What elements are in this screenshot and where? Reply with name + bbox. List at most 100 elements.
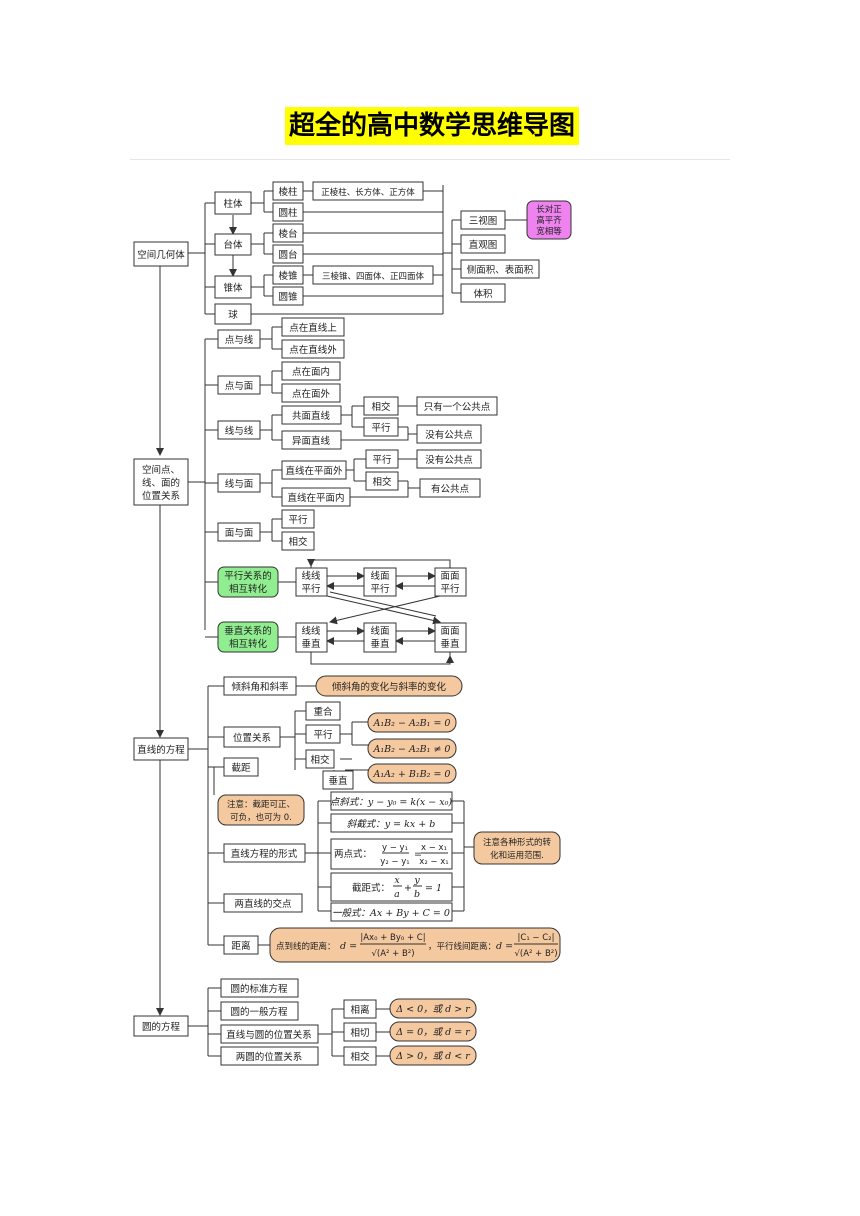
svg-text:圆台: 圆台 — [278, 249, 297, 261]
form-point-slope: 点斜式：y − y₀ = k(x − x₀) — [330, 791, 453, 811]
node-one-common-point: 只有一个公共点 — [416, 396, 498, 416]
svg-text:Δ < 0，或 d > r: Δ < 0，或 d > r — [395, 1004, 471, 1015]
svg-text:斜截式：y = kx + b: 斜截式：y = kx + b — [347, 819, 436, 830]
node-pyramid-body: 锥体 — [214, 275, 252, 299]
formula-perpendicular: A₁A₂ + B₁B₂ = 0 — [367, 763, 457, 784]
svg-text:异面直线: 异面直线 — [292, 435, 331, 447]
svg-text:线面: 线面 — [370, 625, 389, 637]
node-point-on-line: 点在直线上 — [281, 317, 345, 337]
svg-text:只有一个公共点: 只有一个公共点 — [424, 401, 491, 413]
svg-text:重合: 重合 — [313, 706, 333, 718]
svg-text:线线: 线线 — [301, 570, 321, 582]
node-circle-general: 圆的一般方程 — [220, 1001, 299, 1021]
svg-text:平行: 平行 — [288, 514, 308, 526]
svg-text:没有公共点: 没有公共点 — [425, 454, 473, 466]
svg-text:=: = — [414, 849, 422, 860]
node-point-plane: 点与面 — [217, 375, 261, 395]
svg-text:三视图: 三视图 — [469, 215, 498, 227]
svg-text:正棱柱、长方体、正方体: 正棱柱、长方体、正方体 — [321, 187, 415, 198]
svg-text:两点式：: 两点式： — [334, 848, 372, 860]
svg-text:空间点、: 空间点、 — [142, 464, 180, 476]
svg-text:垂直: 垂直 — [301, 638, 321, 650]
svg-text:垂直关系的: 垂直关系的 — [224, 625, 272, 637]
svg-text:√(A² + B²): √(A² + B²) — [371, 949, 414, 959]
svg-text:面面: 面面 — [440, 571, 459, 582]
node-lp-has-common: 有公共点 — [419, 478, 481, 498]
node-inclination-slope: 倾斜角和斜率 — [223, 676, 297, 696]
form-slope-intercept: 斜截式：y = kx + b — [330, 813, 453, 833]
svg-text:点到线的距离：: 点到线的距离： — [276, 941, 336, 952]
node-positional-relations: 空间点、 线、面的 位置关系 — [133, 458, 189, 506]
node-line-circle-position: 直线与圆的位置关系 — [220, 1024, 319, 1044]
svg-text:平行: 平行 — [440, 583, 460, 595]
svg-text:相交: 相交 — [372, 476, 392, 488]
svg-text:截距式：: 截距式： — [352, 882, 390, 894]
svg-text:棱台: 棱台 — [278, 228, 297, 240]
node-pp-parallel: 平行 — [281, 509, 315, 529]
svg-text:相交: 相交 — [310, 754, 330, 766]
svg-text:直线方程的形式: 直线方程的形式 — [231, 848, 298, 860]
node-two-circles-position: 两圆的位置关系 — [220, 1046, 319, 1066]
svg-text:圆的标准方程: 圆的标准方程 — [230, 983, 288, 995]
node-intersection-point: 两直线的交点 — [223, 893, 303, 913]
svg-text:倾斜角和斜率: 倾斜角和斜率 — [231, 681, 289, 693]
node-equation-forms: 直线方程的形式 — [223, 843, 306, 863]
node-circle-equation: 圆的方程 — [133, 1015, 189, 1037]
node-distance-formulas: 点到线的距离： d = |Ax₀ + By₀ + C| √(A² + B²) ，… — [269, 927, 561, 963]
node-prism-kinds: 正棱柱、长方体、正方体 — [312, 181, 424, 201]
svg-text:注意各种形式的转: 注意各种形式的转 — [483, 837, 552, 848]
svg-text:相互转化: 相互转化 — [229, 638, 268, 650]
svg-text:宽相等: 宽相等 — [536, 226, 562, 237]
svg-text:高平齐: 高平齐 — [536, 215, 562, 226]
svg-text:圆柱: 圆柱 — [278, 207, 298, 219]
svg-text:三棱锥、四面体、正四面体: 三棱锥、四面体、正四面体 — [322, 271, 425, 282]
node-point-off-plane: 点在面外 — [281, 383, 341, 403]
svg-text:位置关系: 位置关系 — [233, 732, 271, 744]
node-coplanar-lines: 共面直线 — [281, 405, 342, 425]
node-secant: 相交 — [343, 1046, 377, 1066]
node-line-position: 位置关系 — [223, 726, 281, 748]
svg-text:A₁A₂ + B₁B₂ = 0: A₁A₂ + B₁B₂ = 0 — [373, 769, 451, 780]
svg-text:化和运用范围.: 化和运用范围. — [490, 850, 544, 861]
node-line-plane: 线与面 — [217, 473, 261, 493]
svg-text:距离: 距离 — [231, 940, 250, 952]
node-point-in-plane: 点在面内 — [281, 361, 341, 381]
svg-text:两直线的交点: 两直线的交点 — [234, 898, 292, 910]
svg-text:相交: 相交 — [371, 401, 391, 413]
svg-text:台体: 台体 — [223, 239, 243, 251]
form-two-point: 两点式： y − y₁ y₂ − y₁ = x − x₁ x₂ − x₁ — [330, 838, 453, 870]
svg-text:棱柱: 棱柱 — [278, 186, 298, 198]
svg-text:直线与圆的位置关系: 直线与圆的位置关系 — [226, 1029, 312, 1041]
node-pp-intersect: 相交 — [281, 531, 315, 551]
svg-text:点在直线外: 点在直线外 — [289, 344, 337, 356]
svg-text:球: 球 — [228, 309, 238, 321]
node-lines-parallel: 平行 — [305, 724, 341, 744]
svg-text:d =: d = — [340, 941, 357, 952]
connector-lines — [156, 185, 527, 1057]
svg-text:直线的方程: 直线的方程 — [137, 744, 185, 756]
svg-text:体积: 体积 — [473, 288, 493, 300]
svg-text:相离: 相离 — [350, 1004, 369, 1016]
svg-text:点与面: 点与面 — [225, 381, 254, 392]
svg-text:直线在平面内: 直线在平面内 — [287, 492, 344, 504]
node-no-common-point: 没有公共点 — [416, 424, 482, 444]
node-line-outside-plane: 直线在平面外 — [281, 460, 347, 480]
svg-text:平行: 平行 — [301, 583, 321, 595]
svg-text:侧面积、表面积: 侧面积、表面积 — [467, 264, 534, 276]
svg-text:a: a — [394, 889, 400, 900]
svg-text:直线在平面外: 直线在平面外 — [285, 465, 343, 477]
node-tangent: 相切 — [343, 1022, 377, 1042]
formula-parallel: A₁B₂ − A₂B₁ = 0 — [367, 712, 457, 733]
node-pyramid-kinds: 三棱锥、四面体、正四面体 — [312, 265, 434, 285]
svg-text:线与面: 线与面 — [225, 478, 254, 490]
svg-text:平行: 平行 — [371, 422, 391, 434]
svg-text:直观图: 直观图 — [469, 239, 498, 251]
svg-text:|Ax₀ + By₀ + C|: |Ax₀ + By₀ + C| — [360, 933, 425, 943]
node-volume: 体积 — [460, 283, 506, 303]
svg-text:平行: 平行 — [313, 729, 333, 741]
svg-text:截距: 截距 — [231, 762, 251, 774]
svg-text:位置关系: 位置关系 — [142, 490, 180, 502]
svg-text:|C₁ − C₂|: |C₁ − C₂| — [518, 933, 555, 943]
